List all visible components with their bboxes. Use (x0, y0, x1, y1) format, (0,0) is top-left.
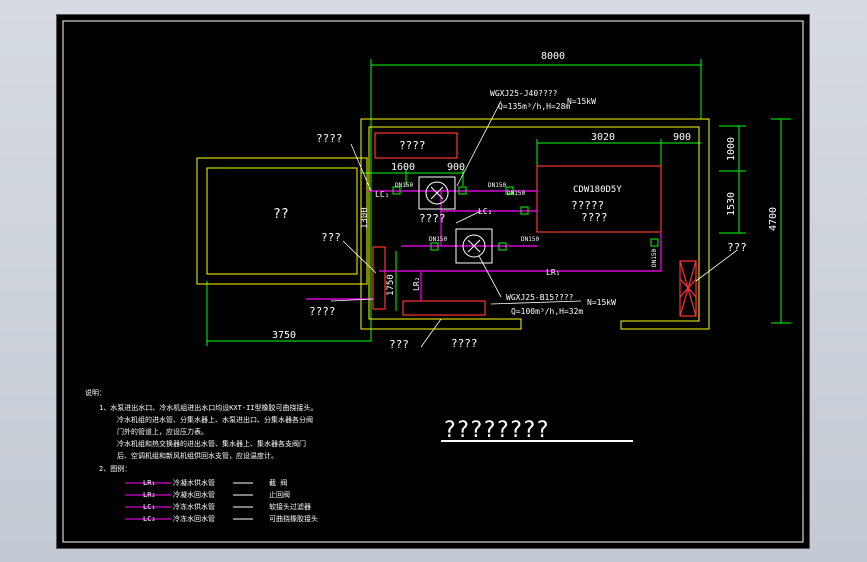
notes-block: 说明： 1、水泵进出水口、冷水机组进出水口均设KXT-II型橡胶可曲挠接头。 冷… (85, 388, 318, 473)
notes-line-1: 1、水泵进出水口、冷水机组进出水口均设KXT-II型橡胶可曲挠接头。 (99, 403, 318, 412)
notes-line-2: 冷水机组的进水管、分集水器上、水泵进出口、分集水器各分阀 (117, 415, 313, 424)
dim-right-end: 900 (673, 132, 691, 143)
legend-desc: 冷冻水回水管 (173, 514, 215, 523)
lr2-label: LR₂ (412, 277, 421, 291)
dim-mid-seg: 900 (447, 162, 465, 173)
dim-overall: 8000 (541, 51, 565, 62)
callout-e: ???? (451, 337, 478, 350)
dn-label-4: DN150 (429, 236, 447, 243)
cad-viewport[interactable]: 8000 3020 900 1600 900 3750 1000 1530 47… (56, 14, 810, 549)
dim-right-section: 3020 (591, 132, 615, 143)
pump-bottom-model: WGXJ25-B15???? (506, 293, 574, 302)
cad-drawing: 8000 3020 900 1600 900 3750 1000 1530 47… (62, 20, 804, 543)
collector (372, 246, 386, 310)
pump-top-spec: Q=135m³/h,H=28m (498, 102, 570, 111)
dn-label-1: DN150 (395, 182, 413, 189)
legend-code: LR₁ (143, 479, 156, 487)
valves (392, 186, 659, 251)
dim-vert-left: 1300 (360, 207, 370, 229)
legend-sym-desc: 软接头过滤器 (269, 502, 311, 511)
pump-bottom-spec: Q=100m³/h,H=32m (511, 307, 583, 316)
chiller-name-1: ????? (571, 199, 604, 212)
legend-code: LR₂ (143, 491, 156, 499)
callout-c: ???? (419, 212, 446, 225)
distributor (402, 300, 486, 316)
dn-label-3: DN150 (507, 190, 525, 197)
dim-right-top: 1000 (726, 137, 737, 161)
leader-lines (330, 100, 737, 348)
pump-bottom[interactable] (455, 228, 493, 264)
pump-top[interactable] (418, 176, 456, 210)
legend-sym-desc: 可曲挠橡胶接头 (269, 514, 318, 523)
legend-row: LC₁ 冷冻水供水管 软接头过滤器 (125, 502, 311, 511)
pump-top-model: WGXJ25-J40???? (490, 89, 558, 98)
notes-line-3: 门外的管道上，应设压力表。 (117, 427, 208, 436)
top-box-label: ???? (399, 139, 426, 152)
legend-desc: 冷凝水供水管 (173, 478, 215, 487)
callout-b: ??? (321, 231, 341, 244)
dim-right-total: 4700 (768, 207, 779, 231)
dn-label-vert: DN150 (651, 249, 658, 267)
legend-sym-desc: 截 阀 (269, 478, 287, 487)
dim-bottom-left: 3750 (272, 330, 296, 341)
notes-line-6: 2、图例： (99, 464, 131, 473)
legend-code: LC₂ (143, 515, 156, 523)
dim-left-seg: 1600 (391, 162, 415, 173)
legend-sym-desc: 止回阀 (269, 490, 290, 499)
callout-a: ???? (316, 132, 343, 145)
lc1-label: LC₁ (375, 190, 389, 199)
notes-heading: 说明： (85, 388, 106, 397)
notes-line-5: 后、空调机组和新风机组供回水支管，应设温度计。 (117, 451, 278, 460)
legend-row: LR₂ 冷凝水回水管 止回阀 (125, 490, 290, 499)
lc2-label: LC₂ (478, 207, 492, 216)
dim-right-mid: 1530 (726, 192, 737, 216)
top-box (374, 132, 458, 159)
dimension-lines (206, 59, 791, 346)
room-label: ?? (273, 207, 289, 222)
callout-g: ???? (309, 305, 336, 318)
dim-vert-left2: 1750 (386, 274, 396, 296)
cooling-tower (679, 260, 697, 317)
drawing-frame (62, 20, 804, 543)
building-walls (196, 118, 710, 330)
callout-d: ??? (389, 338, 409, 351)
legend-row: LR₁ 冷凝水供水管 截 阀 (125, 478, 287, 487)
drawing-title: ???????? (443, 418, 549, 443)
lr1-label: LR₁ (546, 268, 560, 277)
legend: LR₁ 冷凝水供水管 截 阀 LR₂ 冷凝水回水管 止回阀 LC₁ 冷冻水供水管… (125, 478, 318, 523)
chiller-unit (536, 165, 662, 233)
pump-top-power: N=15kW (567, 97, 596, 106)
chiller-name-2: ???? (581, 211, 608, 224)
pump-bottom-power: N=15kW (587, 298, 616, 307)
legend-desc: 冷冻水供水管 (173, 502, 215, 511)
legend-desc: 冷凝水回水管 (173, 490, 215, 499)
dn-label-2: DN150 (488, 182, 506, 189)
notes-line-4: 冷水机组和热交换器的进出水管、集水器上、集水器各支阀门 (117, 439, 306, 448)
pipes (306, 190, 662, 301)
dn-label-5: DN150 (521, 236, 539, 243)
legend-row: LC₂ 冷冻水回水管 可曲挠橡胶接头 (125, 514, 318, 523)
equipment (372, 132, 697, 317)
callout-f: ??? (727, 241, 747, 254)
chiller-model: CDW180D5Y (573, 185, 622, 195)
legend-code: LC₁ (143, 503, 156, 511)
